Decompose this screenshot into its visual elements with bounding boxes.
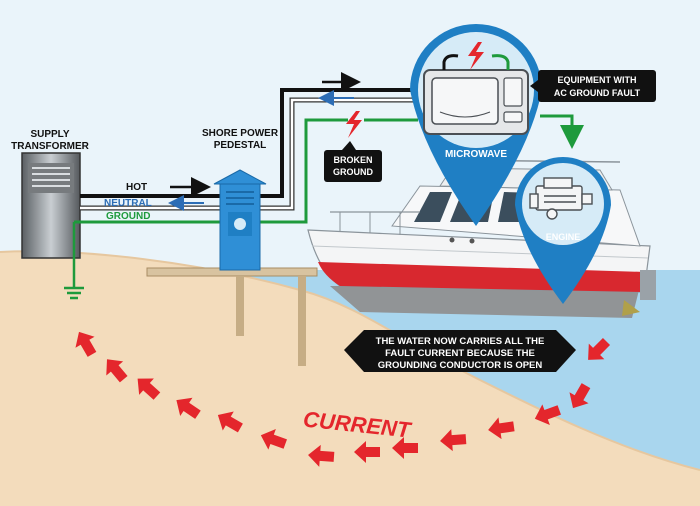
hot-label: HOT [126, 182, 147, 193]
current-arrows [75, 331, 611, 467]
ground-to-engine-wire [540, 114, 584, 149]
current-arrow-3 [534, 404, 561, 426]
broken-ground-callout [324, 141, 382, 182]
shore-sand [0, 251, 700, 506]
neutral-label: NEUTRAL [104, 198, 152, 209]
supply-transformer-label-line1: SUPPLY [30, 129, 69, 140]
current-arrow-11 [176, 397, 201, 419]
current-arrow-5 [440, 429, 467, 452]
microwave-label: MICROWAVE [445, 149, 507, 160]
current-arrow-13 [106, 359, 128, 383]
current-arrow-9 [260, 428, 287, 450]
shore-power-pedestal [213, 169, 267, 271]
current-arrow-12 [137, 378, 161, 400]
water-message-line3: GROUNDING CONDUCTOR IS OPEN [378, 360, 543, 371]
supply-transformer-label-line2: TRANSFORMER [11, 141, 90, 152]
current-arrow-4 [488, 417, 515, 440]
equipment-fault-label-line2: AC GROUND FAULT [554, 88, 641, 98]
broken-ground-label-line1: BROKEN [333, 155, 372, 165]
broken-ground-label-line2: GROUND [333, 167, 373, 177]
water-message-line2: FAULT CURRENT BECAUSE THE [385, 348, 535, 359]
ground-wire-upper [260, 118, 348, 224]
current-arrow-10 [217, 411, 243, 433]
equipment-fault-label-line1: EQUIPMENT WITH [558, 75, 637, 85]
microwave-icon [423, 42, 529, 135]
water-message-line1: THE WATER NOW CARRIES ALL THE [376, 336, 545, 347]
ground-label: GROUND [106, 211, 150, 222]
supply-transformer [21, 152, 81, 259]
pedestal-label-line2: PEDESTAL [214, 140, 267, 151]
neutral-wire [80, 98, 418, 210]
current-arrow-8 [308, 444, 335, 467]
pedestal-label-line1: SHORE POWER [202, 128, 279, 139]
current-arrow-1 [588, 337, 611, 360]
current-arrow-2 [569, 383, 591, 409]
engine-label: ENGINE [546, 232, 581, 242]
current-arrow-14 [75, 331, 97, 357]
current-arrow-6 [392, 437, 418, 459]
water-message-callout [344, 330, 576, 372]
lightning-bolt-icon [346, 111, 362, 138]
equipment-fault-callout [530, 70, 656, 102]
current-arrow-7 [354, 441, 380, 463]
earth-ground-icon [64, 222, 84, 300]
engine-icon [529, 177, 593, 220]
